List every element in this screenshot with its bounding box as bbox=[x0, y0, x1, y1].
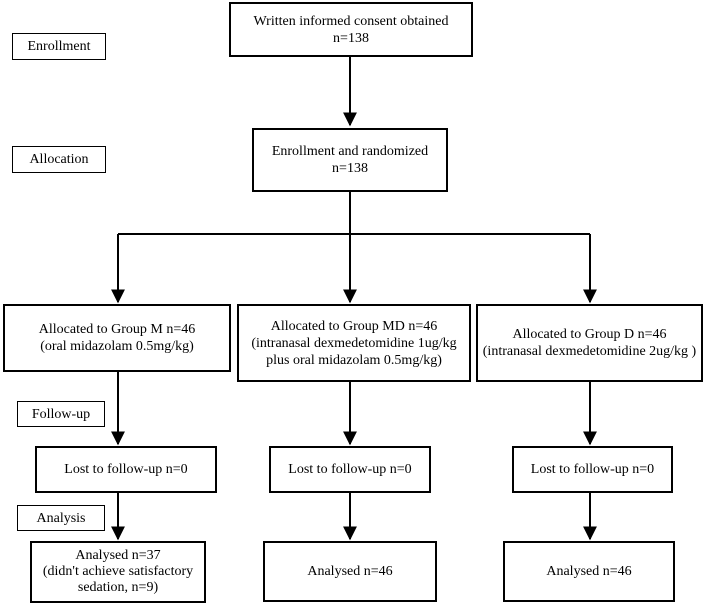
group-md-allocation-title: Allocated to Group MD n=46 bbox=[270, 318, 438, 334]
randomized-text: Enrollment and randomized bbox=[271, 144, 429, 159]
group-m-allocation-detail: (oral midazolam 0.5mg/kg) bbox=[40, 339, 194, 354]
stage-enrollment: Enrollment bbox=[12, 33, 106, 60]
group-m-analysed-count: Analysed n=37 bbox=[75, 548, 161, 563]
group-md-allocation-detail: (intranasal dexmedetomidine 1ug/kg bbox=[251, 335, 457, 351]
group-md-allocation-detail-cont: plus oral midazolam 0.5mg/kg) bbox=[266, 352, 442, 368]
stage-enrollment-label: Enrollment bbox=[27, 39, 91, 54]
group-d-allocation-title: Allocated to Group D n=46 bbox=[512, 327, 667, 342]
group-m-analysed-note-cont: sedation, n=9) bbox=[77, 580, 159, 595]
randomized-box: Enrollment and randomized n=138 bbox=[252, 128, 448, 192]
group-m-allocation-box: Allocated to Group M n=46 (oral midazola… bbox=[3, 304, 231, 372]
consent-box: Written informed consent obtained n=138 bbox=[229, 2, 473, 57]
consent-count: n=138 bbox=[333, 30, 369, 46]
group-md-lost-box: Lost to follow-up n=0 bbox=[269, 446, 431, 493]
group-d-analysed-count: Analysed n=46 bbox=[546, 564, 632, 579]
group-d-allocation-detail: (intranasal dexmedetomidine 2ug/kg ) bbox=[482, 344, 697, 359]
group-m-analysed-note: (didn't achieve satisfactory bbox=[42, 564, 194, 579]
stage-analysis: Analysis bbox=[17, 505, 105, 531]
consent-text: Written informed consent obtained bbox=[253, 13, 449, 29]
group-m-lost-text: Lost to follow-up n=0 bbox=[64, 462, 188, 477]
stage-follow-up-label: Follow-up bbox=[31, 406, 91, 422]
stage-allocation: Allocation bbox=[12, 146, 106, 173]
group-d-lost-box: Lost to follow-up n=0 bbox=[512, 446, 673, 493]
group-m-lost-box: Lost to follow-up n=0 bbox=[35, 446, 217, 493]
group-md-analysed-count: Analysed n=46 bbox=[307, 564, 393, 579]
group-md-allocation-box: Allocated to Group MD n=46 (intranasal d… bbox=[237, 304, 471, 382]
group-md-lost-text: Lost to follow-up n=0 bbox=[288, 462, 412, 477]
group-d-analysed-box: Analysed n=46 bbox=[503, 541, 675, 602]
group-d-lost-text: Lost to follow-up n=0 bbox=[530, 462, 655, 477]
stage-allocation-label: Allocation bbox=[29, 152, 89, 167]
group-m-analysed-box: Analysed n=37 (didn't achieve satisfacto… bbox=[30, 541, 206, 603]
group-md-analysed-box: Analysed n=46 bbox=[263, 541, 437, 602]
group-m-allocation-title: Allocated to Group M n=46 bbox=[38, 322, 196, 337]
stage-analysis-label: Analysis bbox=[36, 510, 86, 526]
randomized-count: n=138 bbox=[332, 161, 368, 176]
group-d-allocation-box: Allocated to Group D n=46 (intranasal de… bbox=[476, 304, 703, 382]
stage-follow-up: Follow-up bbox=[17, 401, 105, 427]
